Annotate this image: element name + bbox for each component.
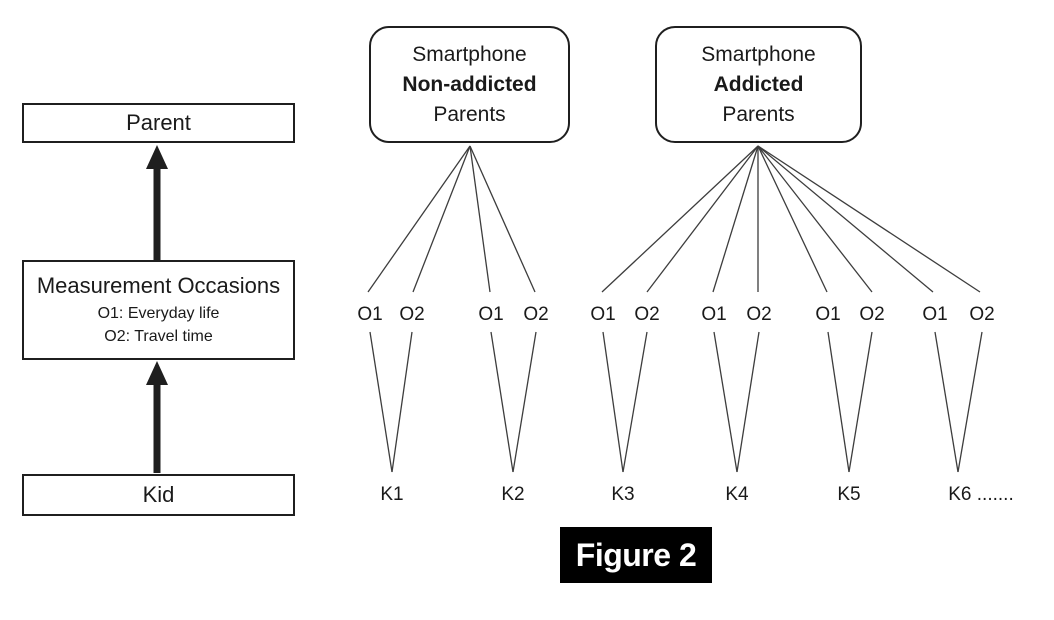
- non-addicted-parents-box: Smartphone Non-addicted Parents: [369, 26, 570, 143]
- v-line: [736, 331, 760, 473]
- v-line: [602, 331, 624, 473]
- kid-label-k4: K4: [725, 484, 749, 505]
- occasion-label-k6-o1: O1: [922, 304, 948, 325]
- occasion-to-kid-lines: [369, 331, 983, 473]
- group-title-line: Parents: [722, 102, 795, 126]
- group-title-line-bold: Addicted: [713, 72, 804, 96]
- v-line: [827, 331, 850, 473]
- fan-line: [412, 145, 471, 293]
- figure-caption: Figure 2: [560, 527, 712, 583]
- kid-box: Kid: [22, 474, 295, 516]
- measurement-occasions-box: Measurement Occasions O1: Everyday life …: [22, 260, 295, 360]
- occasion-label-k4-o2: O2: [746, 304, 772, 325]
- occasion-label-k6-o2: O2: [969, 304, 995, 325]
- kid-label-k6: K6 .......: [948, 484, 1014, 505]
- addicted-fan-lines: [601, 145, 981, 293]
- group-title-line: Smartphone: [412, 42, 527, 66]
- fan-line: [757, 145, 934, 293]
- fan-line: [712, 145, 759, 293]
- measurement-occasion-2: O2: Travel time: [104, 328, 213, 345]
- parent-arrow: [146, 145, 168, 261]
- occasion-label-k3-o2: O2: [634, 304, 660, 325]
- kid-label-k2: K2: [501, 484, 525, 505]
- group-title-line-bold: Non-addicted: [402, 72, 537, 96]
- v-line: [934, 331, 959, 473]
- occasion-label-k2-o2: O2: [523, 304, 549, 325]
- v-line: [957, 331, 983, 473]
- non-addicted-fan-lines: [367, 145, 536, 293]
- kid-label-k5: K5: [837, 484, 861, 505]
- kid-label-k1: K1: [380, 484, 404, 505]
- parent-box: Parent: [22, 103, 295, 143]
- measurement-occasion-1: O1: Everyday life: [97, 305, 220, 322]
- fan-line: [469, 145, 536, 293]
- v-line: [490, 331, 514, 473]
- addicted-parents-box: Smartphone Addicted Parents: [655, 26, 862, 143]
- occasion-label-k1-o2: O2: [399, 304, 425, 325]
- v-line: [512, 331, 537, 473]
- occasion-label-k4-o1: O1: [701, 304, 727, 325]
- fan-line: [367, 145, 471, 293]
- v-line: [369, 331, 393, 473]
- v-line: [622, 331, 648, 473]
- occasion-label-k3-o1: O1: [590, 304, 616, 325]
- figure-caption-text: Figure 2: [575, 536, 697, 573]
- kid-label-k3: K3: [611, 484, 635, 505]
- fan-line: [757, 145, 828, 293]
- kid-box-label: Kid: [142, 482, 175, 507]
- fan-line: [646, 145, 759, 293]
- arrow-head-icon: [146, 361, 168, 385]
- occasion-label-k1-o1: O1: [357, 304, 383, 325]
- fan-line: [469, 145, 491, 293]
- v-line: [848, 331, 873, 473]
- v-line: [391, 331, 413, 473]
- fan-line: [601, 145, 759, 293]
- arrow-head-icon: [146, 145, 168, 169]
- group-title-line: Smartphone: [701, 42, 816, 66]
- measurement-occasions-title: Measurement Occasions: [36, 273, 281, 298]
- fan-line: [757, 145, 873, 293]
- v-line: [713, 331, 738, 473]
- group-title-line: Parents: [433, 102, 506, 126]
- fan-line: [757, 145, 981, 293]
- occasion-label-k2-o1: O1: [478, 304, 504, 325]
- occasion-label-k5-o1: O1: [815, 304, 841, 325]
- occasion-label-k5-o2: O2: [859, 304, 885, 325]
- parent-box-label: Parent: [126, 110, 191, 135]
- kid-arrow: [146, 361, 168, 473]
